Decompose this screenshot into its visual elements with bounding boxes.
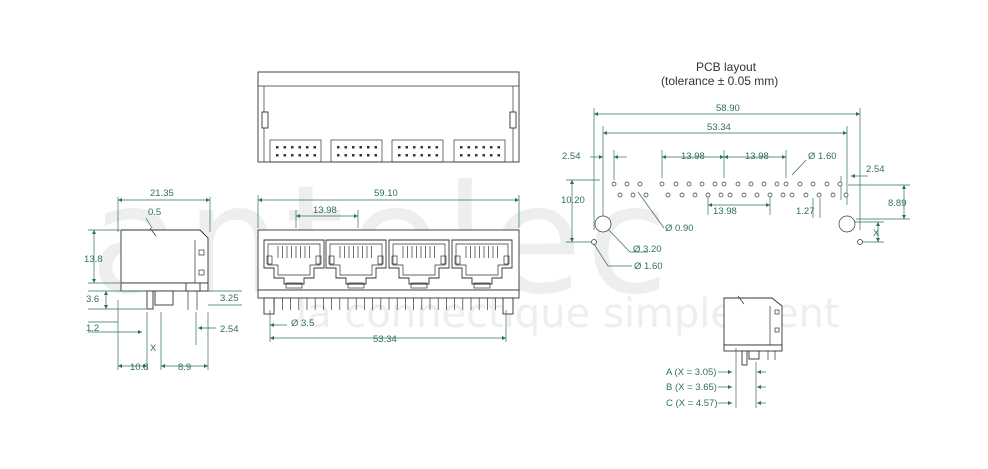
dim-side-1-2: 1.2 <box>86 323 99 334</box>
dim-pcb-2-54-right: 2.54 <box>866 164 885 175</box>
dim-pcb-span: 53.34 <box>707 122 731 133</box>
dim-pcb-total: 58.90 <box>716 103 740 114</box>
dim-pcb-1-27: 1.27 <box>796 206 815 217</box>
rj45-port <box>388 239 450 289</box>
pcb-tolerance: (tolerance ± 0.05 mm) <box>661 74 778 88</box>
variant-a-label: A (X = 3.05) <box>666 367 716 378</box>
rj45-port <box>263 239 325 289</box>
dim-pcb-hole-shield: Ø 1.60 <box>634 261 663 272</box>
dim-side-3-25: 3.25 <box>220 293 239 304</box>
dim-side-8-9: 8.9 <box>178 362 191 373</box>
dim-side-height: 13.8 <box>84 254 103 265</box>
dim-side-x: X <box>150 343 157 354</box>
pcb-peg-hole-left <box>594 215 612 233</box>
pcb-shield-hole-left <box>591 239 597 245</box>
variant-detail: A (X = 3.05) B (X = 3.65) C (X = 4.57) <box>666 295 783 409</box>
dim-pcb-hole-pin: Ø 0.90 <box>665 223 694 234</box>
pcb-shield-hole-right <box>857 239 863 245</box>
dim-pcb-pitch1: 13.98 <box>681 151 705 162</box>
dim-pcb-x: X <box>873 228 880 239</box>
pcb-peg-hole-right <box>838 215 856 233</box>
dim-pcb-2-54-left: 2.54 <box>562 151 581 162</box>
variant-b-label: B (X = 3.65) <box>666 382 717 393</box>
dim-pcb-10-20: 10.20 <box>561 195 585 206</box>
side-view: 21.35 0.5 13.8 3.6 1.2 3.25 2.54 X 10.8 … <box>84 188 242 373</box>
dim-side-width: 21.35 <box>150 188 174 199</box>
dim-side-3-6: 3.6 <box>86 294 99 305</box>
pcb-layout: PCB layout (tolerance ± 0.05 mm) 58.90 5… <box>561 60 910 272</box>
top-view <box>257 71 520 163</box>
rj45-port <box>451 239 513 289</box>
dim-front-pegspan: 53.34 <box>373 334 397 345</box>
dim-pcb-hole-peg: Ø 3.20 <box>633 244 662 255</box>
pcb-title: PCB layout <box>696 60 757 74</box>
dim-side-2-54: 2.54 <box>220 324 239 335</box>
variant-c-label: C (X = 4.57) <box>666 398 717 409</box>
dim-front-width: 59.10 <box>374 188 398 199</box>
dim-pcb-8-89: 8.89 <box>888 198 907 209</box>
dim-pcb-pitch3: 13.98 <box>713 206 737 217</box>
dim-side-tab: 0.5 <box>148 207 161 218</box>
dim-pcb-hole-small: Ø 1.60 <box>808 151 837 162</box>
dim-pcb-pitch2: 13.98 <box>745 151 769 162</box>
dim-front-pitch: 13.98 <box>313 205 337 216</box>
dim-side-10-8: 10.8 <box>130 362 149 373</box>
dim-front-peg: Ø 3.5 <box>291 318 314 329</box>
rj45-port <box>325 239 387 289</box>
front-view: 59.10 13.98 53.34 Ø 3.5 <box>257 188 520 345</box>
